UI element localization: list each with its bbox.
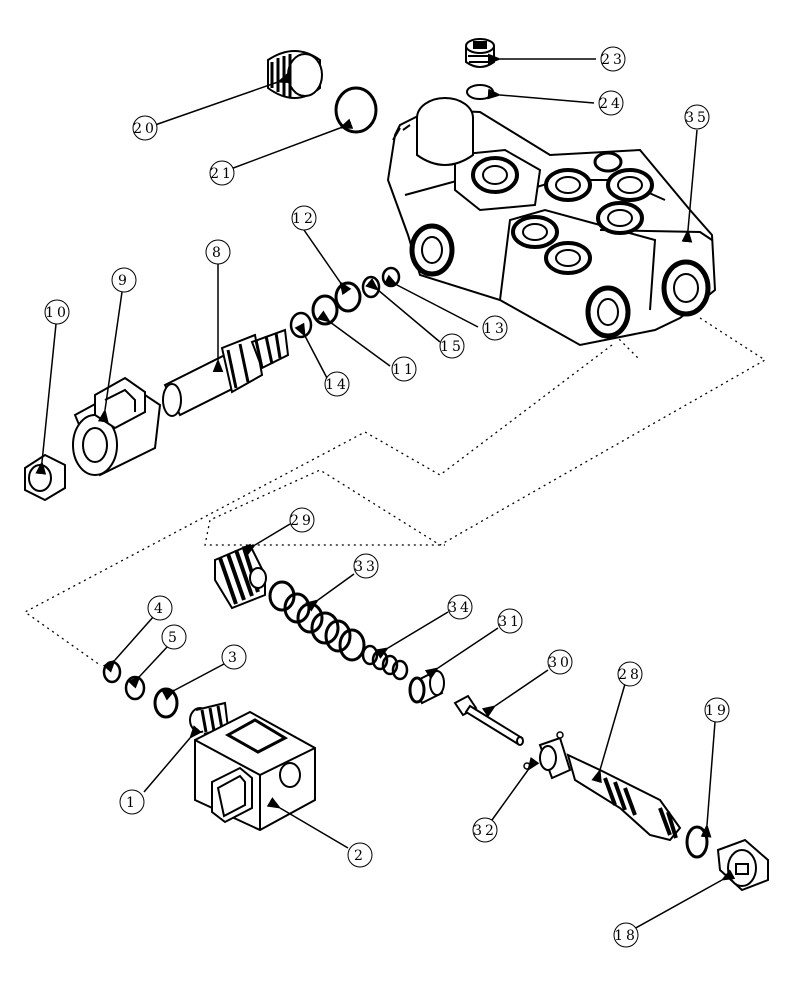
callout-19-label: 19 [705, 703, 729, 719]
callout-8-label: 8 [212, 245, 224, 261]
callout-33: 33 [353, 553, 379, 579]
o-ring-part-24 [466, 84, 494, 100]
callout-31: 31 [497, 608, 523, 634]
callout-35-label: 35 [685, 110, 709, 126]
callout-28-label: 28 [618, 667, 642, 683]
coil-part-9 [72, 376, 162, 477]
callout-30: 30 [547, 649, 573, 675]
dotted-assembly-lines [23, 317, 767, 666]
callout-4-label: 4 [154, 601, 166, 617]
ball-part-32-b [556, 731, 564, 739]
leader-lines [35, 53, 736, 931]
callout-9-label: 9 [118, 273, 130, 289]
nut-part-10 [24, 453, 66, 502]
callout-1: 1 [119, 789, 145, 815]
o-ring-part-19 [685, 825, 709, 859]
o-rings-part-34 [361, 644, 409, 681]
callout-3-label: 3 [228, 650, 240, 666]
callout-30-label: 30 [548, 655, 572, 671]
o-rings-parts-3-4-5 [102, 660, 179, 719]
callout-31-label: 31 [498, 614, 522, 630]
valve-body-part-35 [386, 97, 717, 347]
callout-13: 13 [482, 315, 508, 341]
cartridge-part-8 [162, 328, 290, 417]
callout-15-label: 15 [440, 339, 464, 355]
callout-9: 9 [111, 267, 137, 293]
callout-23-label: 23 [601, 52, 625, 68]
solenoid-part-2 [194, 710, 316, 832]
callout-8: 8 [205, 239, 231, 265]
callout-15: 15 [439, 333, 465, 359]
callout-20-label: 20 [133, 121, 157, 137]
callout-24-label: 24 [599, 96, 623, 112]
callout-2: 2 [347, 842, 373, 868]
callout-11: 11 [391, 356, 417, 382]
callout-34-label: 34 [448, 600, 472, 616]
plug-part-23 [465, 38, 495, 68]
callout-28: 28 [617, 661, 643, 687]
o-rings-part-33 [268, 580, 366, 662]
callout-5: 5 [161, 624, 187, 650]
callout-13-label: 13 [483, 321, 507, 337]
o-rings-parts-11-15 [289, 266, 401, 339]
callout-2-label: 2 [354, 848, 366, 864]
callout-19: 19 [704, 697, 730, 723]
callout-34: 34 [447, 594, 473, 620]
pin-part-30 [453, 694, 524, 746]
callout-24: 24 [598, 90, 624, 116]
callout-33-label: 33 [354, 559, 378, 575]
callouts: 23 24 35 20 21 12 8 9 10 13 15 11 14 29 … [44, 46, 730, 948]
callout-14-label: 14 [325, 377, 349, 393]
ball-part-32 [523, 762, 531, 770]
callout-32-label: 32 [473, 823, 497, 839]
callout-23: 23 [600, 46, 626, 72]
callout-11-label: 11 [392, 362, 416, 378]
plug-part-29 [214, 543, 267, 610]
callout-14: 14 [324, 371, 350, 397]
callout-12-label: 12 [292, 211, 316, 227]
plug-part-18 [716, 838, 769, 892]
callout-35: 35 [684, 104, 710, 130]
callout-29-label: 29 [290, 513, 314, 529]
callout-3: 3 [221, 644, 247, 670]
callout-20: 20 [132, 115, 158, 141]
callout-21-label: 21 [210, 166, 234, 182]
callout-10-label: 10 [45, 305, 69, 321]
callout-10: 10 [44, 299, 70, 325]
spool-part-28 [538, 736, 682, 842]
callout-5-label: 5 [168, 630, 180, 646]
callout-1-label: 1 [126, 795, 138, 811]
callout-18-label: 18 [614, 928, 638, 944]
o-ring-part-21 [334, 86, 378, 134]
callout-21: 21 [209, 160, 235, 186]
callout-18: 18 [613, 922, 639, 948]
callout-29: 29 [289, 507, 315, 533]
callout-12: 12 [291, 205, 317, 231]
sleeve-part-31 [408, 670, 445, 705]
callout-4: 4 [147, 595, 173, 621]
plug-part-20 [267, 50, 323, 99]
callout-32: 32 [472, 817, 498, 843]
